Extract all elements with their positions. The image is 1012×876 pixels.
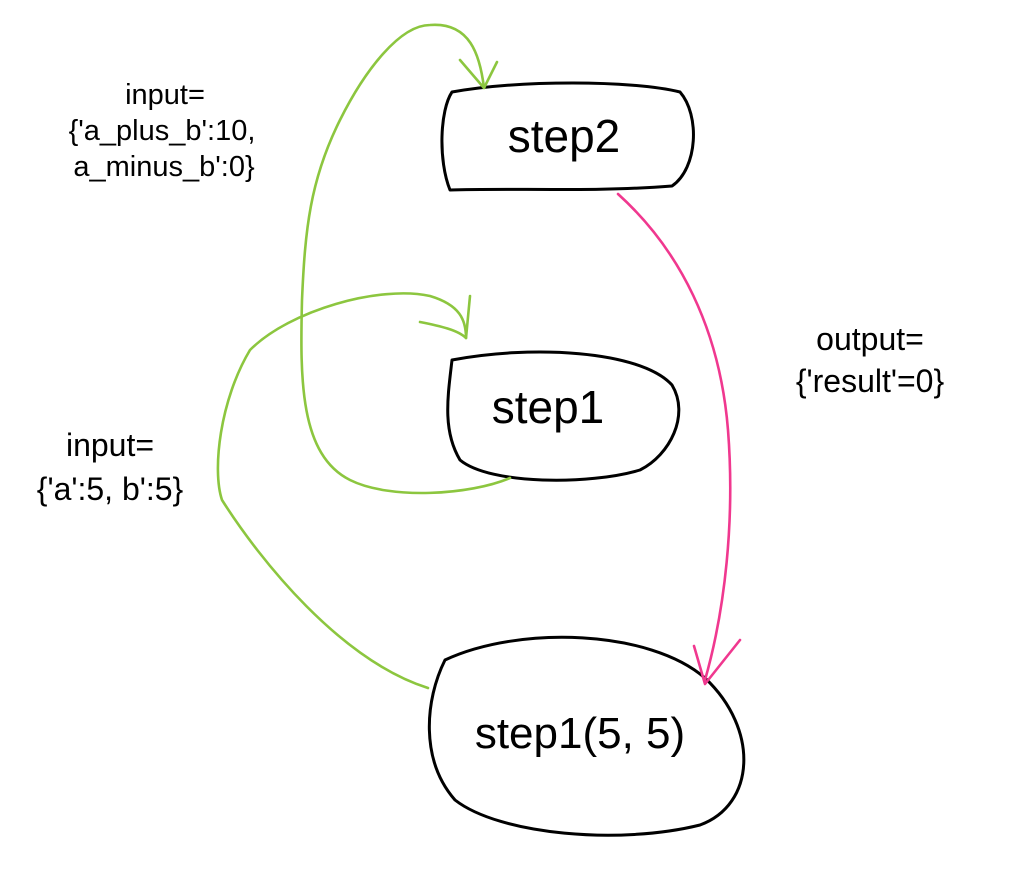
node-step2-label: step2 (508, 110, 621, 162)
edge-step1-to-step2 (300, 23, 512, 495)
node-step1-call-label: step1(5, 5) (475, 709, 685, 758)
node-step1-label: step1 (492, 381, 605, 433)
edge-step2-to-call (616, 192, 742, 686)
edge-step2-to-call-line (616, 192, 732, 682)
node-step1-call: step1(5, 5) (427, 635, 746, 837)
edge-call-to-step1-line (216, 292, 468, 690)
annotation-input-step2-line1: input= (125, 79, 205, 111)
node-step1-call-shape (427, 635, 746, 837)
node-step2-shape (440, 81, 695, 192)
node-step2: step2 (440, 81, 695, 192)
edge-call-to-step1-arrowhead (418, 294, 472, 340)
annotation-output: output= {'result'=0} (796, 321, 945, 399)
annotation-input-step2: input= {'a_plus_b':10, a_minus_b':0} (69, 79, 256, 183)
annotation-input-step2-line3: a_minus_b':0} (73, 151, 255, 183)
annotation-input-step1-line2: {'a':5, b':5} (37, 471, 184, 507)
node-step1-shape (446, 350, 681, 482)
edge-step2-to-call-arrowhead (692, 638, 742, 686)
edge-call-to-step1 (216, 292, 472, 690)
edge-step1-to-step2-arrowhead (458, 58, 499, 90)
annotation-input-step1-line1: input= (66, 427, 154, 463)
edge-step1-to-step2-line (300, 23, 512, 495)
annotation-output-line2: {'result'=0} (796, 363, 945, 399)
annotation-input-step1: input= {'a':5, b':5} (37, 427, 184, 507)
annotation-input-step2-line2: {'a_plus_b':10, (69, 115, 256, 147)
node-step1: step1 (446, 350, 681, 482)
annotation-output-line1: output= (816, 321, 924, 357)
